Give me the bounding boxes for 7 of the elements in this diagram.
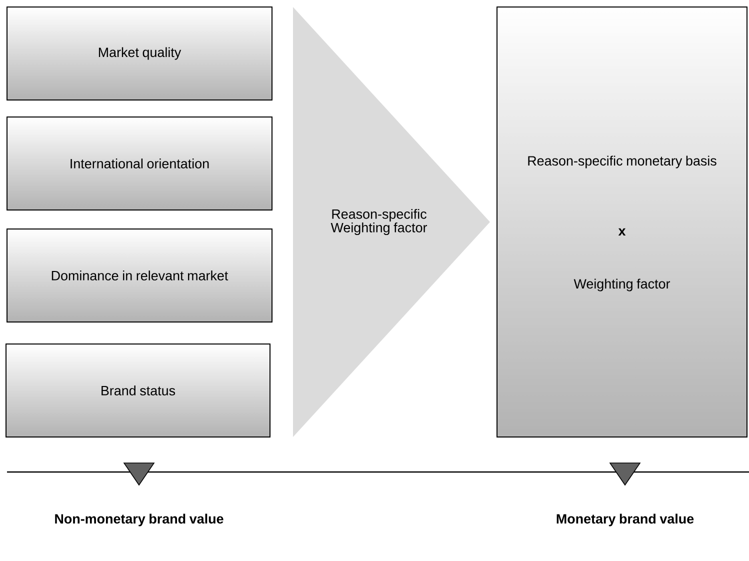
factor-box: Dominance in relevant market xyxy=(6,228,272,322)
axis-label: Non-monetary brand value xyxy=(55,514,224,526)
factor-box: Brand status xyxy=(6,344,270,438)
result-box: Reason-specific monetary basis x Weighting factor xyxy=(496,6,748,438)
factor-box: Market quality xyxy=(6,6,272,100)
factor-box: International orientation xyxy=(6,116,272,210)
axis-label: Monetary brand value xyxy=(556,514,694,526)
